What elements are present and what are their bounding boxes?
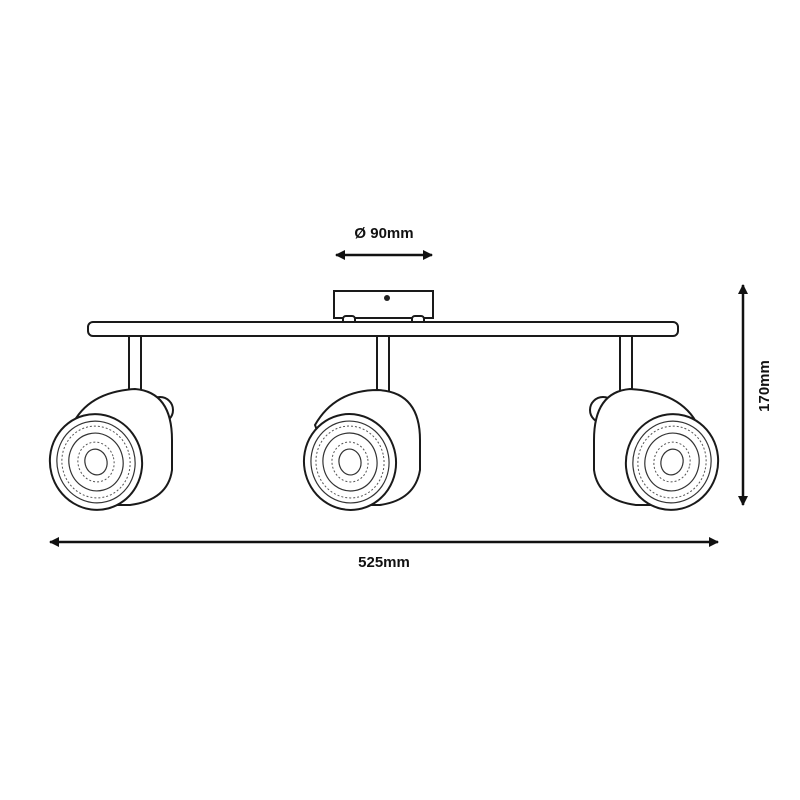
width-label: 525mm xyxy=(358,554,410,571)
dimension-canopy: Ø 90mm xyxy=(335,225,433,260)
stem-left xyxy=(128,335,142,395)
spotlight-middle xyxy=(295,388,421,519)
dimension-width: 525mm xyxy=(49,537,719,571)
dimension-height: 170mm xyxy=(738,284,773,506)
stem-right xyxy=(619,335,633,395)
spotlight-right xyxy=(589,387,730,522)
stem-middle xyxy=(376,335,390,395)
canopy-diameter-label: Ø 90mm xyxy=(354,225,413,242)
spotlight-left xyxy=(38,387,174,522)
mounting-bar xyxy=(87,321,679,337)
height-label: 170mm xyxy=(756,360,773,412)
